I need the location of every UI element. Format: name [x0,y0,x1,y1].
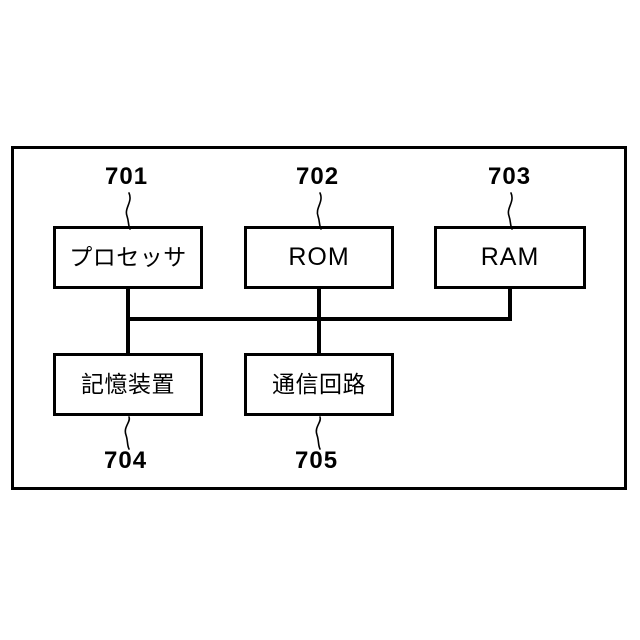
node-processor-label: プロセッサ [69,244,187,270]
reference-numeral-701: 701 [105,163,149,190]
system-bus-line [126,317,512,321]
reference-numeral-702: 702 [296,163,340,190]
node-ram-label: RAM [480,243,540,271]
wire-processor-to-bus [126,289,130,354]
leader-line-701-icon [125,192,131,230]
leader-line-704-icon [124,416,131,450]
node-storage-device-label: 記憶装置 [81,371,175,397]
reference-numeral-705: 705 [295,447,339,474]
node-storage-device[interactable]: 記憶装置 [53,353,203,416]
reference-numeral-704: 704 [104,447,148,474]
node-ram[interactable]: RAM [434,226,586,289]
node-communication-circuit[interactable]: 通信回路 [244,353,394,416]
node-rom[interactable]: ROM [244,226,394,289]
node-rom-label: ROM [288,243,350,271]
reference-numeral-703: 703 [488,163,532,190]
wire-ram-to-bus [508,289,512,321]
node-communication-circuit-label: 通信回路 [272,371,366,397]
node-processor[interactable]: プロセッサ [53,226,203,289]
leader-line-703-icon [507,192,513,230]
leader-line-705-icon [315,416,322,450]
leader-line-702-icon [316,192,322,230]
wire-rom-to-bus [317,289,321,354]
